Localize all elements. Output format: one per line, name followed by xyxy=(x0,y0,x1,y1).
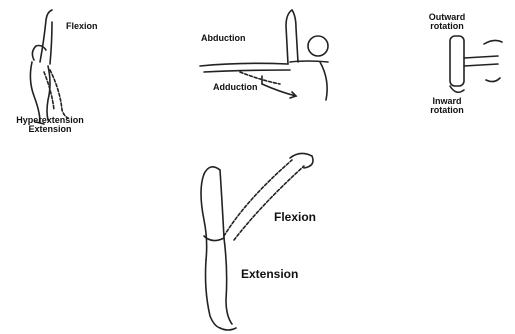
inward-rotation-label: rotation xyxy=(420,106,474,115)
rotation-panel: Outward rotation Inward rotation xyxy=(420,0,515,125)
elbow-extension-label: Extension xyxy=(241,268,298,281)
elbow-flexion-panel: Flexion Extension xyxy=(180,140,380,334)
elbow-flexion-label: Flexion xyxy=(274,211,316,224)
shoulder-abduction-figure xyxy=(180,0,360,120)
flexion-label: Flexion xyxy=(66,22,98,31)
extension-label: Extension xyxy=(4,125,96,134)
abduction-label: Abduction xyxy=(201,34,246,43)
hip-flexion-panel: Flexion Hyperextension Extension xyxy=(0,0,140,140)
adduction-label: Adduction xyxy=(213,83,258,92)
elbow-flexion-figure xyxy=(180,140,380,334)
shoulder-abduction-panel: Abduction Adduction xyxy=(180,0,360,120)
